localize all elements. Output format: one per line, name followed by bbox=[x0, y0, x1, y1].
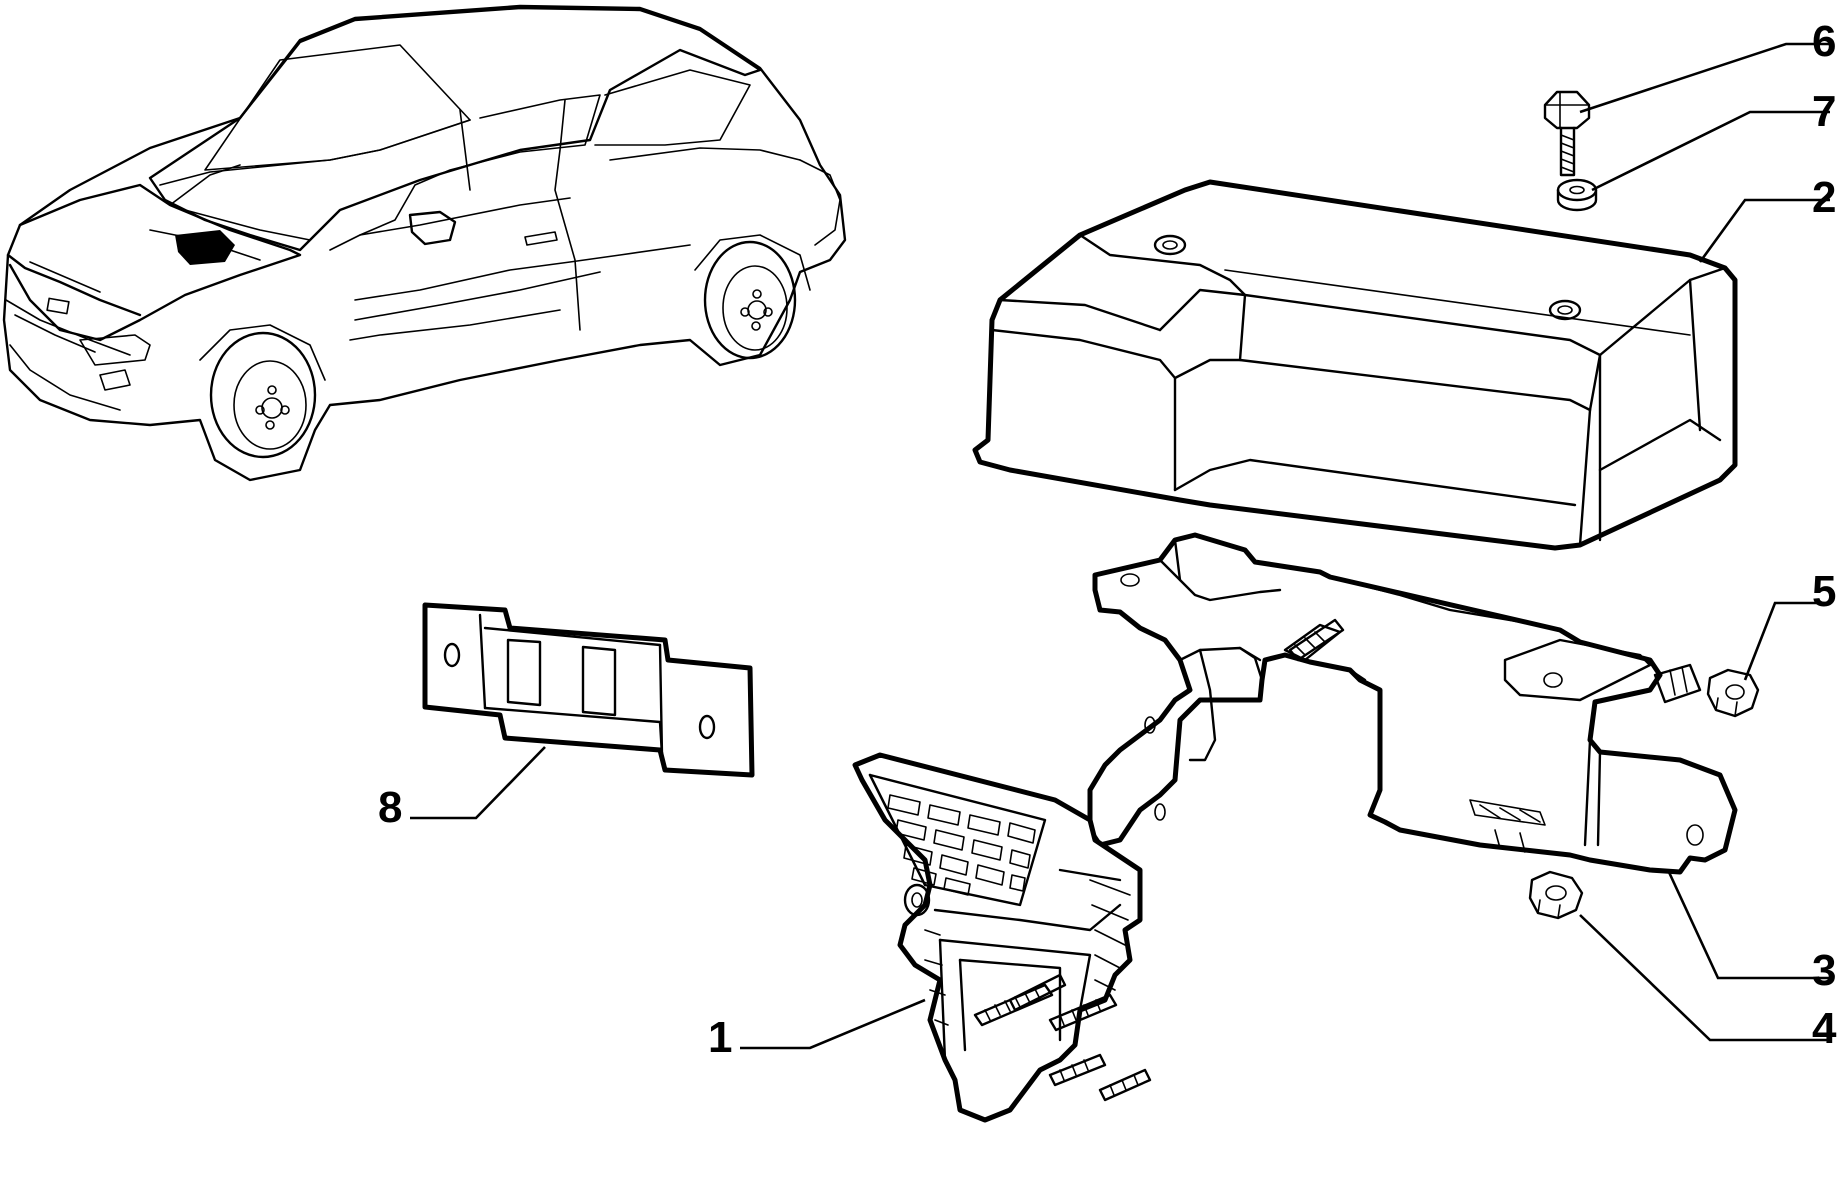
callout-3: 3 bbox=[1812, 946, 1836, 995]
callout-2: 2 bbox=[1812, 173, 1836, 222]
callout-6: 6 bbox=[1812, 17, 1836, 66]
module-grid bbox=[887, 794, 1036, 896]
cover-hole-left bbox=[1153, 234, 1187, 256]
car-illustration bbox=[2, 4, 847, 482]
part-3-stud bbox=[1288, 618, 1345, 662]
cover-hole-right bbox=[1548, 299, 1582, 321]
part-1-module bbox=[852, 752, 1152, 1123]
leader-2 bbox=[1698, 198, 1830, 263]
component-location-marker bbox=[175, 230, 235, 265]
callout-4: 4 bbox=[1812, 1004, 1837, 1053]
callout-1: 1 bbox=[708, 1013, 732, 1062]
module-studs bbox=[973, 973, 1152, 1102]
callout-labels: 6 7 2 5 3 4 8 1 bbox=[378, 17, 1837, 1062]
part-8-plate bbox=[422, 602, 755, 778]
bracket-hole-left bbox=[1120, 573, 1140, 587]
callout-8: 8 bbox=[378, 783, 402, 832]
leader-8 bbox=[410, 746, 546, 820]
plate-hole-right bbox=[698, 714, 716, 740]
car-emblem bbox=[46, 297, 70, 315]
bracket-hole-right bbox=[1686, 824, 1704, 846]
leader-4 bbox=[1579, 914, 1830, 1042]
front-wheel bbox=[209, 331, 317, 459]
part-7-washer bbox=[1556, 178, 1598, 212]
callout-leaders bbox=[410, 42, 1830, 1050]
callout-5: 5 bbox=[1812, 567, 1836, 616]
part-4-nut bbox=[1528, 870, 1584, 920]
leader-1 bbox=[740, 998, 926, 1050]
part-2-cover bbox=[972, 179, 1738, 551]
leader-6 bbox=[1579, 42, 1830, 114]
part-6-bolt bbox=[1543, 90, 1591, 177]
leader-7 bbox=[1591, 110, 1830, 192]
leader-5 bbox=[1743, 601, 1830, 681]
callout-7: 7 bbox=[1812, 87, 1836, 136]
part-3-bracket bbox=[1087, 532, 1738, 875]
part-5-nut bbox=[1706, 668, 1760, 718]
plate-hole-left bbox=[443, 642, 461, 668]
leader-3 bbox=[1666, 869, 1830, 980]
rear-wheel bbox=[703, 240, 797, 360]
